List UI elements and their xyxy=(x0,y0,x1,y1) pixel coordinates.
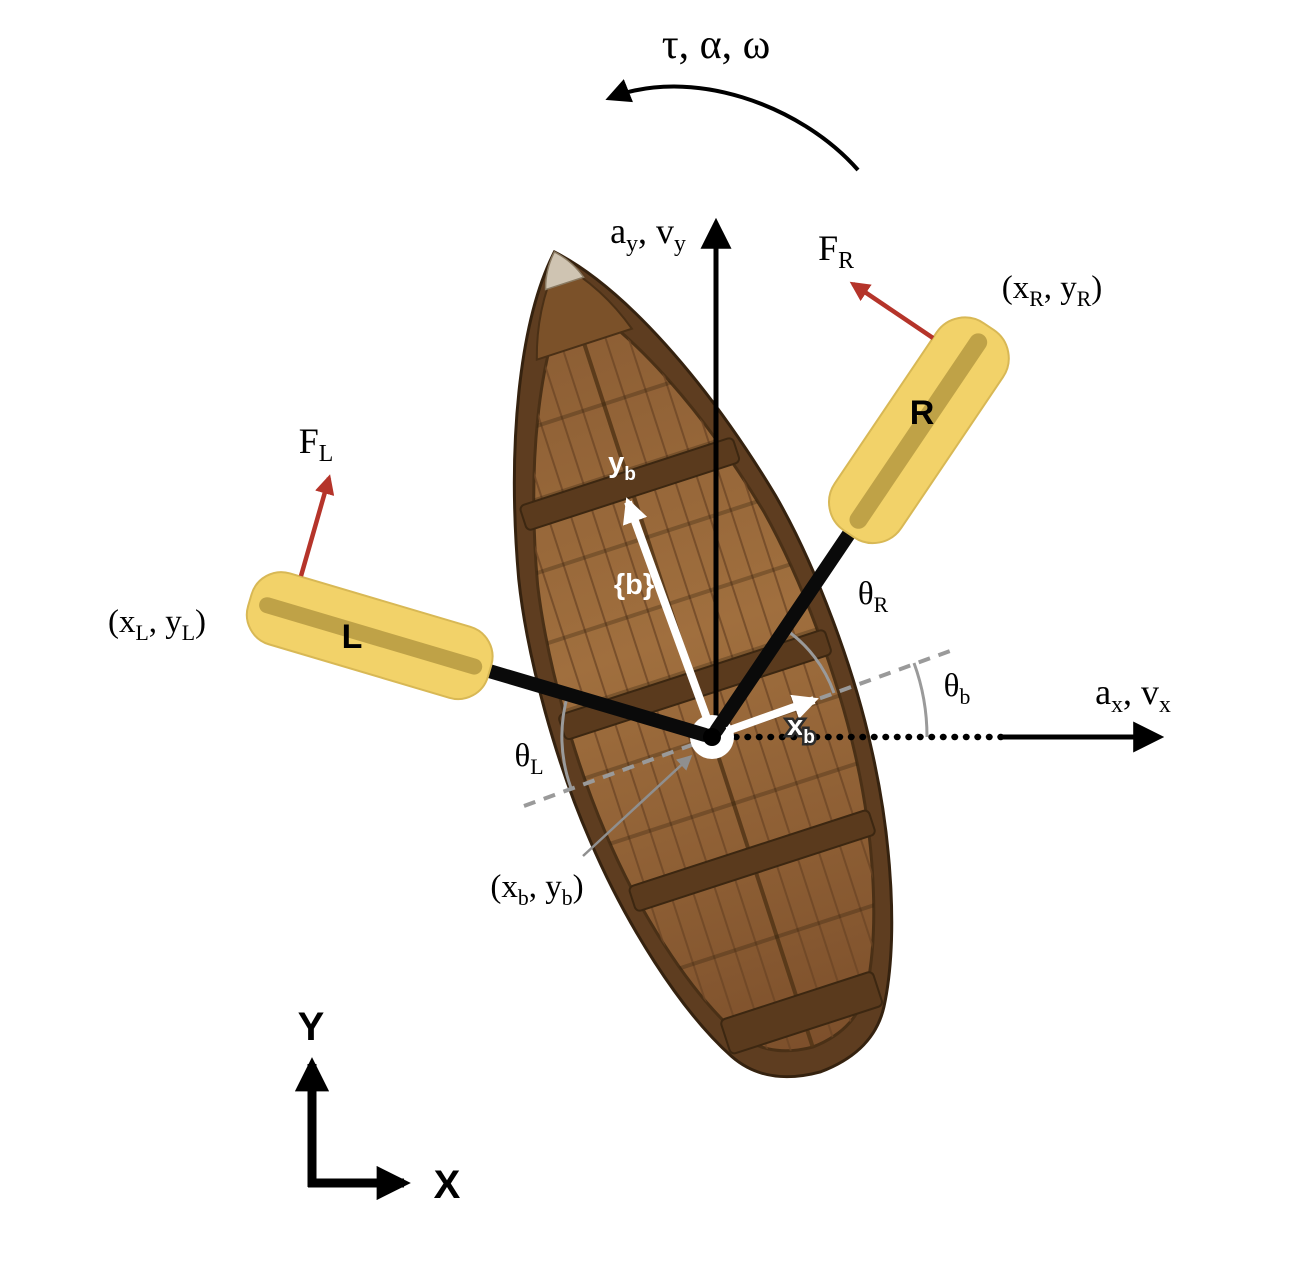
boat-bow-deck xyxy=(535,260,634,362)
boat-stern-bench xyxy=(720,971,883,1055)
force-right-label: FR xyxy=(818,228,854,274)
world-frame: Y X xyxy=(294,1005,461,1207)
left-oar-shaft xyxy=(465,658,712,742)
boat-bow-tip xyxy=(544,250,585,291)
theta-left-arc xyxy=(560,693,573,789)
right-oar-shaft xyxy=(709,516,864,738)
right-oar xyxy=(709,316,1010,738)
force-left-arrow xyxy=(298,474,335,577)
world-y-label: Y xyxy=(298,1005,325,1049)
origin-pointer-arrow xyxy=(582,754,693,857)
body-y-axis xyxy=(622,497,713,726)
body-x-axis xyxy=(725,694,819,735)
force-right-arrow xyxy=(849,281,935,340)
pos-left-label: (xL, yL) xyxy=(108,604,206,645)
accel-x-label: ax, vx xyxy=(1095,672,1171,718)
left-oar-label: L xyxy=(342,618,363,656)
accel-y-label: ay, vy xyxy=(610,211,686,257)
right-oar-label: R xyxy=(910,394,935,432)
torque-label: τ, α, ω xyxy=(662,22,771,68)
theta-right-arc xyxy=(784,627,836,694)
theta-body-label: θb xyxy=(944,668,971,709)
body-x-label: xb xyxy=(787,710,815,748)
world-x-label: X xyxy=(434,1163,461,1207)
torque-rotation-arrow xyxy=(605,79,860,172)
right-oar-blade-ridge xyxy=(849,333,988,529)
left-oar-blade-ridge xyxy=(259,597,483,675)
theta-right-label: θR xyxy=(858,576,889,617)
pos-right-label: (xR, yR) xyxy=(1002,270,1103,311)
theta-left-label: θL xyxy=(514,738,543,779)
theta-body-arc xyxy=(912,662,929,738)
boat xyxy=(440,249,941,1089)
body-frame-label: {b} xyxy=(614,569,654,601)
body-origin-dot xyxy=(703,728,721,746)
boat-thwart-rear xyxy=(628,809,876,912)
force-left-label: FL xyxy=(299,421,334,467)
pos-body-label: (xb, yb) xyxy=(490,869,583,910)
boat-thwart-front xyxy=(519,437,741,531)
body-y-label: yb xyxy=(608,447,636,485)
left-oar xyxy=(245,571,712,742)
